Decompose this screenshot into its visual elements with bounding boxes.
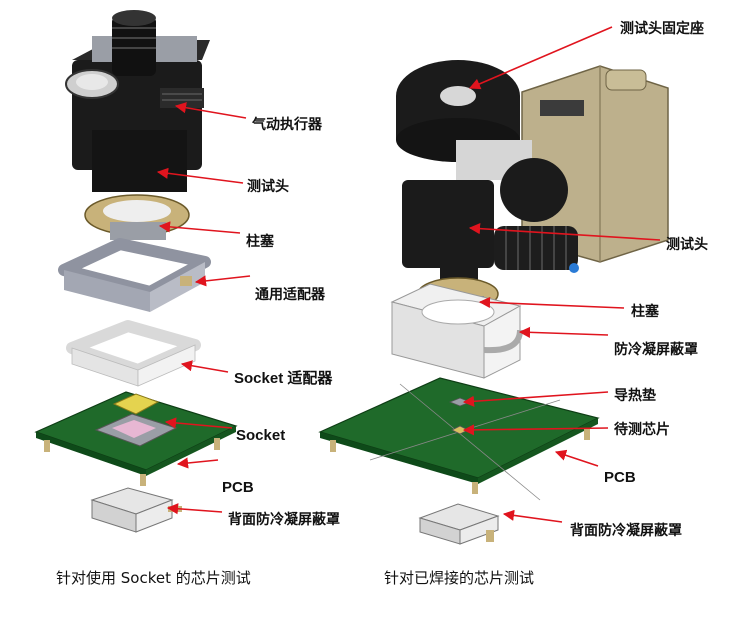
- test-head-holder: [396, 60, 532, 180]
- right-assembly: [318, 60, 669, 545]
- arrow-test-head-left: [156, 167, 244, 184]
- label-socket-adapter: Socket 适配器: [234, 370, 333, 387]
- caption-right: 针对已焊接的芯片测试: [384, 569, 535, 587]
- socket-adapter: [66, 320, 201, 387]
- label-pcb-right: PCB: [604, 469, 636, 486]
- anti-condensation-shield: [390, 283, 523, 379]
- arrow-thermal-pad: [462, 391, 609, 407]
- right-test-head: [402, 158, 579, 284]
- left-back-shield: [90, 487, 182, 533]
- arrow-test-head-holder: [468, 26, 613, 90]
- arrow-plunger-left: [158, 221, 241, 234]
- arrow-plunger-right: [478, 296, 625, 309]
- arrow-back-shield-right: [502, 509, 563, 523]
- arrow-universal-adapter: [194, 275, 251, 287]
- plunger: [84, 194, 190, 240]
- label-back-shield-right: 背面防冷凝屏蔽罩: [570, 523, 682, 539]
- arrow-test-head-right: [468, 223, 661, 241]
- arrow-pcb-right: [554, 449, 599, 467]
- callout-arrows: [156, 26, 661, 523]
- label-test-head-right: 测试头: [666, 237, 708, 253]
- arrow-chip-under-test: [462, 424, 609, 436]
- label-pcb-left: PCB: [222, 479, 254, 496]
- label-anti-condensation-shield: 防冷凝屏蔽罩: [614, 342, 698, 358]
- arrow-pneumatic-actuator: [174, 102, 247, 119]
- pneumatic-actuator: [65, 10, 210, 192]
- label-plunger-left: 柱塞: [246, 234, 274, 250]
- arrow-anti-condensation: [518, 326, 609, 338]
- label-test-head-left: 测试头: [247, 179, 289, 195]
- label-socket: Socket: [236, 427, 286, 444]
- label-back-shield-left: 背面防冷凝屏蔽罩: [228, 512, 340, 528]
- arrow-pcb-left: [176, 457, 219, 469]
- left-assembly: [34, 10, 238, 533]
- caption-left: 针对使用 Socket 的芯片测试: [56, 569, 251, 587]
- label-plunger-right: 柱塞: [631, 304, 659, 320]
- label-universal-adapter: 通用适配器: [255, 287, 325, 303]
- label-thermal-pad: 导热垫: [614, 388, 656, 404]
- right-back-shield: [418, 503, 500, 545]
- tan-bracket: [521, 65, 669, 263]
- label-pneumatic-actuator: 气动执行器: [252, 117, 322, 133]
- universal-adapter: [58, 238, 211, 312]
- socket: [94, 393, 178, 447]
- arrow-socket-adapter: [180, 360, 229, 373]
- arrow-back-shield-left: [166, 503, 223, 515]
- arrow-socket: [164, 417, 233, 429]
- label-chip-under-test: 待测芯片: [614, 422, 670, 438]
- heatsink-fins: [494, 226, 579, 273]
- label-test-head-holder: 测试头固定座: [620, 21, 704, 37]
